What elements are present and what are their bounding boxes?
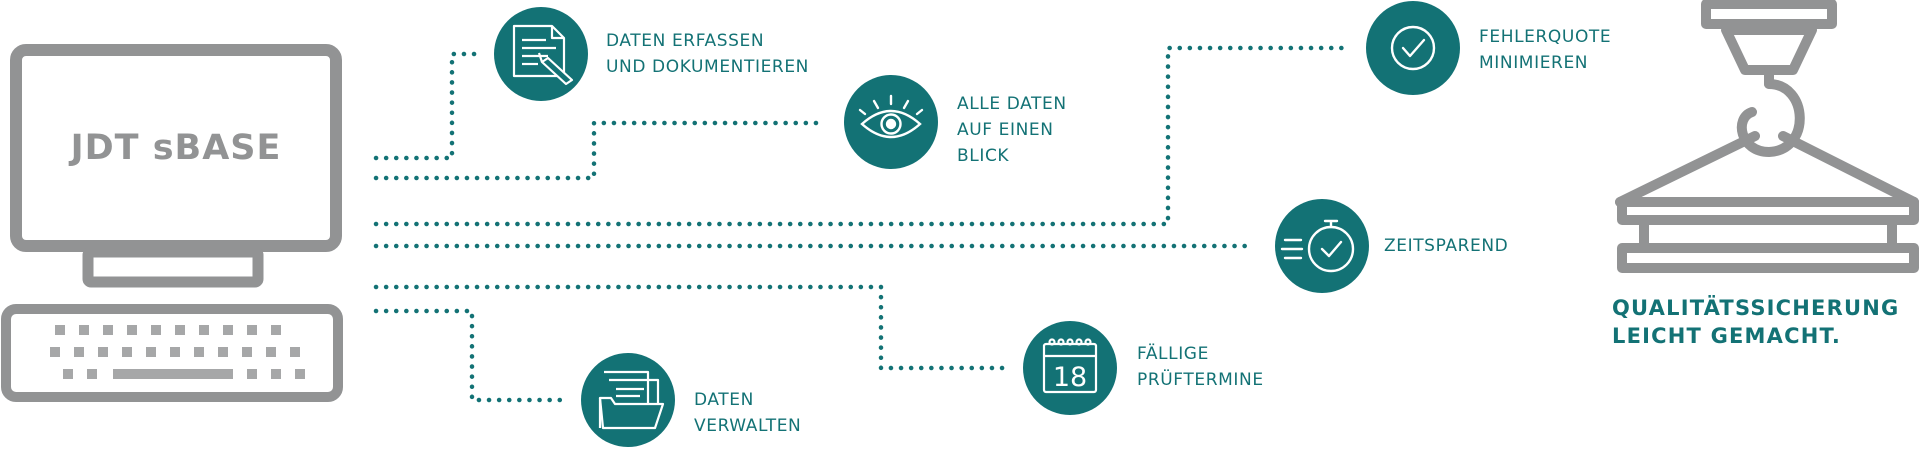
circle-daten-erfassen (494, 7, 588, 101)
keyboard-frame (1, 304, 343, 402)
computer-icon (1, 44, 343, 402)
stopwatch-icon (1280, 219, 1355, 273)
label-zeitsparend: ZEITSPAREND (1384, 236, 1509, 256)
monitor-neck (82, 246, 264, 288)
document-pen-icon (512, 24, 574, 86)
tagline: QUALITÄTSSICHERUNG LEICHT GEMACHT. (1612, 296, 1900, 348)
crane-hook-icon (1615, 0, 1919, 207)
circle-zeitsparend (1275, 199, 1369, 293)
connector-fehlerquote (373, 45, 1353, 227)
connector-daten-verwalten (373, 308, 565, 403)
label-daten-erfassen: DATEN ERFASSEN UND DOKUMENTIEREN (606, 31, 809, 77)
crane-load (1617, 197, 1919, 273)
checkmark-icon (1390, 25, 1436, 71)
label-alle-daten: ALLE DATEN AUF EINEN BLICK (957, 94, 1067, 166)
folder-documents-icon (598, 370, 665, 430)
eye-icon (858, 94, 924, 139)
connector-daten-erfassen (373, 51, 479, 161)
dotted-connectors (373, 45, 1353, 403)
monitor-frame (10, 44, 342, 252)
label-pruftermine: FÄLLIGE PRÜFTERMINE (1137, 344, 1264, 390)
keyboard-keys (50, 325, 305, 379)
circle-daten-verwalten (581, 353, 675, 447)
calendar-day-number: 18 (1053, 362, 1087, 393)
circle-fehlerquote (1366, 1, 1460, 95)
calendar-icon (1042, 338, 1098, 394)
label-fehlerquote: FEHLERQUOTE MINIMIEREN (1479, 27, 1612, 73)
screen-label: JDT sBASE (70, 128, 282, 168)
connector-alle-daten (373, 120, 829, 181)
label-daten-verwalten: DATEN VERWALTEN (694, 390, 802, 436)
connector-pruftermine (373, 284, 1009, 371)
